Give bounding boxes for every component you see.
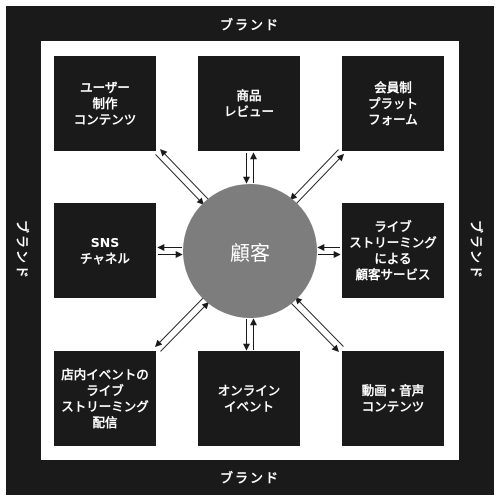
- node-store-live-streaming: 店内イベントの ライブ ストリーミング 配信: [54, 351, 156, 446]
- arrow-member-platform-out: [295, 153, 345, 205]
- node-product-review: 商品 レビュー: [198, 56, 300, 151]
- customer-circle: 顧客: [183, 184, 317, 318]
- arrow-video-audio-content-out: [290, 302, 339, 352]
- arrow-user-content-out: [160, 149, 209, 200]
- arrow-store-live-streaming-in: [160, 301, 209, 352]
- brand-label-bottom: ブランド: [219, 471, 281, 487]
- arrow-user-content-in: [155, 154, 204, 205]
- node-user-content: ユーザー 制作 コンテンツ: [54, 56, 156, 151]
- node-video-audio-content: 動画・音声 コンテンツ: [342, 351, 444, 446]
- node-sns-channel: SNS チャネル: [54, 203, 156, 298]
- arrow-video-audio-content-in: [295, 297, 344, 347]
- arrow-store-live-streaming-out: [155, 297, 204, 348]
- brand-label-top: ブランド: [219, 18, 281, 34]
- arrow-member-platform-in: [289, 149, 339, 201]
- node-member-platform: 会員制 プラット フォーム: [342, 56, 444, 151]
- node-online-event: オンライン イベント: [198, 351, 300, 446]
- node-live-streaming-service: ライブ ストリーミング による 顧客サービス: [342, 203, 444, 298]
